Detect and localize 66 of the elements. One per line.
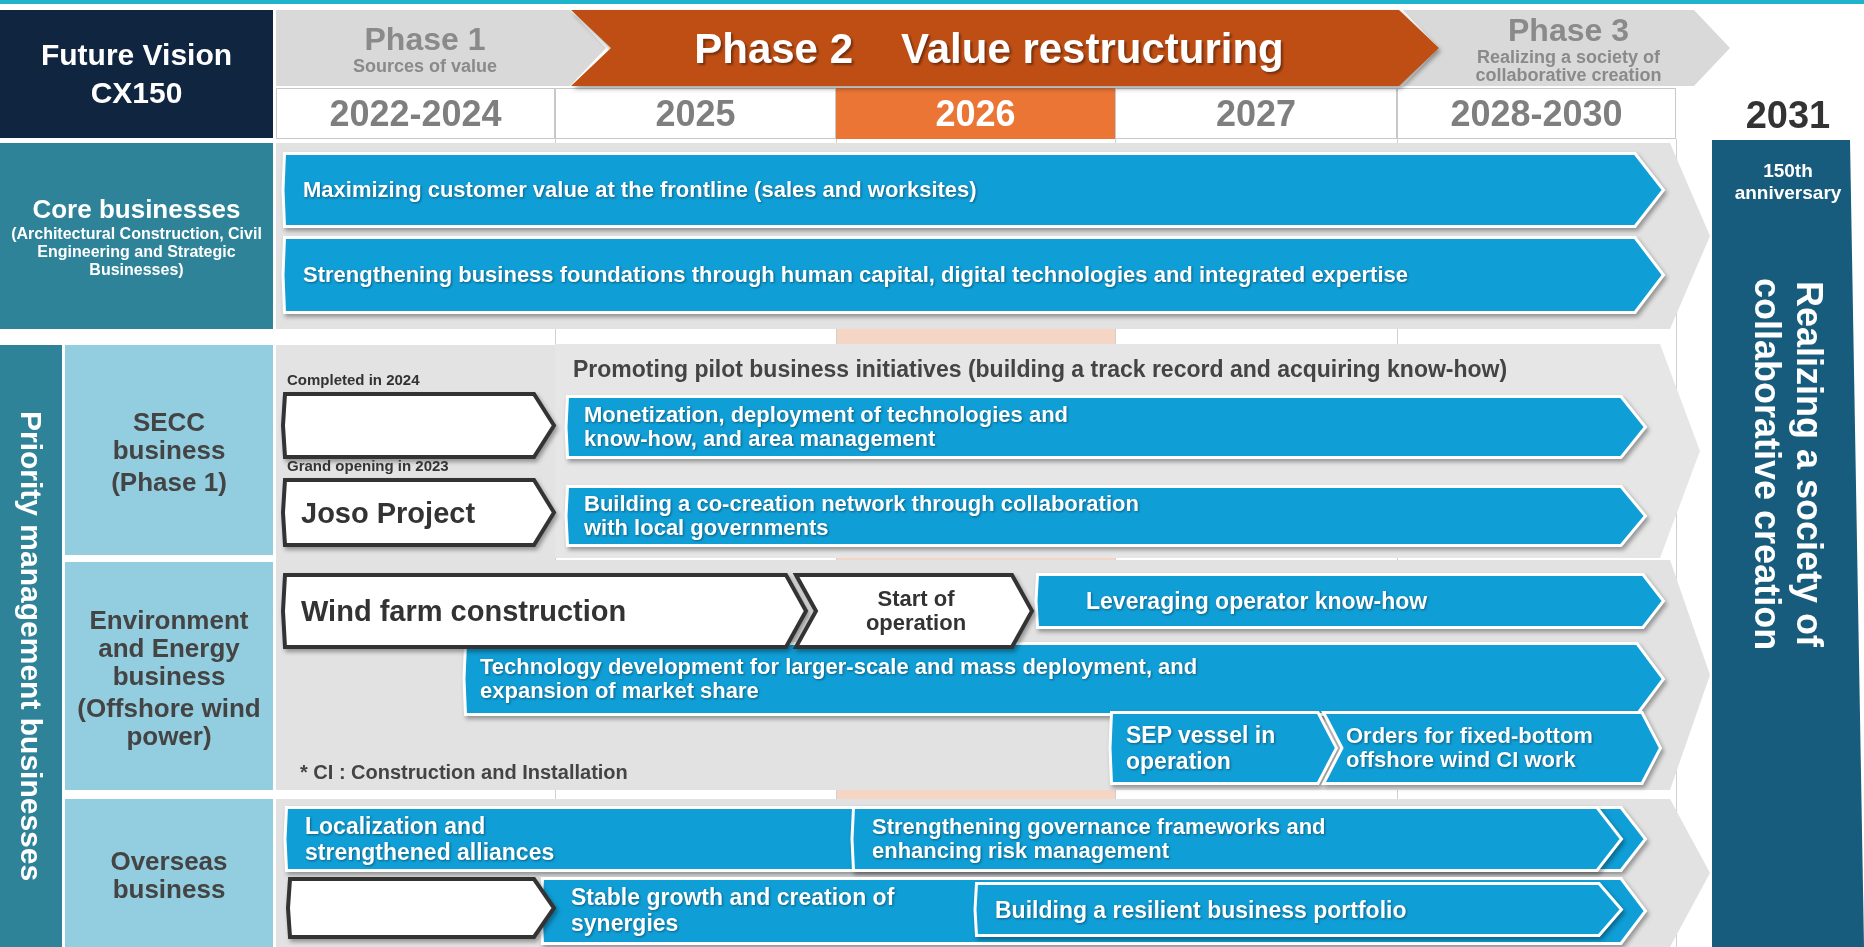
milestone-text: Start of operation	[864, 587, 968, 635]
year-label: 2026	[836, 88, 1115, 139]
milestone-text: Joso Project	[301, 496, 476, 529]
row-title: Overseas business	[109, 847, 229, 903]
milestone-text: Wind farm construction	[301, 595, 627, 627]
anniversary-text: 150th anniversary	[1733, 160, 1843, 204]
initiative-banner	[566, 485, 1647, 547]
initiative-banner	[1110, 711, 1338, 785]
initiative-text: Promoting pilot business initiatives (building a track record and acquiring know-how)	[573, 356, 1508, 382]
phase-banner	[276, 10, 606, 86]
title-box	[0, 10, 273, 138]
milestone-caption: Completed in 2024	[287, 371, 420, 389]
row-header	[0, 143, 273, 329]
bar-text: Building a co-creation network through collaboration with local governments	[584, 492, 1140, 540]
bar-text: Orders for fixed-bottom offshore wind CI work	[1346, 724, 1594, 772]
initiative-banner	[566, 395, 1647, 459]
row-title: SECC business	[111, 408, 227, 464]
bar-text: Strengthening governance frameworks and enhancing risk management	[872, 815, 1327, 863]
milestone-caption: Grand opening in 2023	[287, 457, 449, 475]
bar-text: Strengthening business foundations through human capital, digital technologies and integrated expertise	[303, 263, 1408, 287]
bar-text: SEP vessel in operation	[1126, 722, 1277, 774]
bar-text: Technology development for larger-scale and mass deployment, and expansion of market share	[480, 655, 1199, 703]
row-subtitle: (Offshore wind power)	[76, 694, 262, 750]
initiative-banner	[1036, 573, 1665, 629]
bar-text: Monetization, deployment of technologies and know-how, and area management	[584, 403, 1069, 451]
year-label: 2022-2024	[276, 88, 555, 139]
goal-column	[1712, 140, 1864, 947]
initiative-banner	[555, 344, 1700, 558]
year-label: 2027	[1115, 88, 1397, 139]
year-label: 2028-2030	[1397, 88, 1676, 139]
year-label: 2025	[555, 88, 836, 139]
row-subtitle: (Phase 1)	[111, 468, 227, 496]
phase-banner	[571, 10, 1439, 86]
phase-title: Phase 3	[1508, 12, 1629, 48]
bar-text: Building a resilient business portfolio	[995, 896, 1407, 923]
phase-title: Phase 1	[364, 21, 486, 57]
initiative-banner	[283, 236, 1665, 314]
phase-subtitle: Sources of value	[352, 57, 498, 75]
row-subtitle: (Architectural Construction, Civil Engineering and Strategic Businesses)	[10, 225, 263, 279]
phase-title: Value restructuring	[901, 23, 1284, 74]
initiative-banner	[283, 152, 1665, 228]
row-header	[65, 345, 273, 555]
phase-title: Phase 2	[694, 23, 853, 74]
phase-subtitle: Realizing a society of collaborative creation	[1474, 48, 1663, 84]
row-header	[65, 799, 273, 947]
footnote: * CI : Construction and Installation	[300, 760, 629, 785]
vertical-band	[0, 345, 62, 947]
row-title: Environment and Energy business	[88, 606, 250, 690]
milestone-banner	[794, 573, 1034, 649]
year-label: 2031	[1744, 92, 1832, 138]
vertical-title: Priority management businesses	[13, 410, 49, 882]
row-header	[65, 562, 273, 790]
milestone-banner	[288, 877, 556, 939]
title-text: Future Vision CX150	[39, 37, 234, 111]
bar-text: Stable growth and creation of synergies	[571, 884, 896, 936]
initiative-banner	[541, 877, 1647, 945]
initiative-banner	[285, 806, 1647, 872]
phase-banner	[1403, 10, 1730, 86]
vision-text: Realizing a society of collaborative creation	[1746, 276, 1830, 653]
bar-text: Maximizing customer value at the frontline (sales and worksites)	[303, 178, 977, 202]
bar-text: Localization and strengthened alliances	[305, 813, 556, 865]
bar-text: Leveraging operator know-how	[1086, 588, 1428, 614]
initiative-banner	[1322, 711, 1662, 785]
initiative-banner	[975, 882, 1623, 937]
initiative-banner	[852, 806, 1623, 872]
row-title: Core businesses	[32, 193, 241, 225]
